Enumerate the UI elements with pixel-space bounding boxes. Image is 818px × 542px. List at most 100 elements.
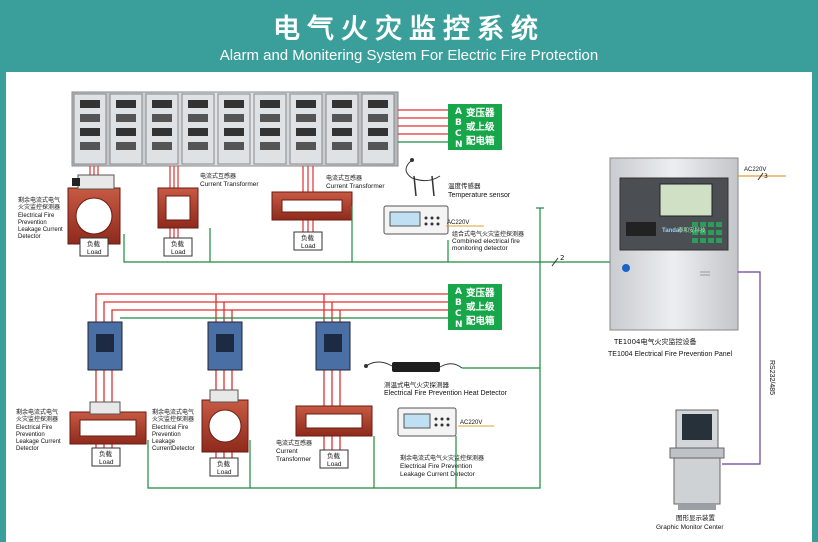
load-b2-en: Load [217,469,232,476]
bl2-l5: Leakage [152,439,176,445]
fire-prevention-panel: 泰和安科技 Tanda [609,157,739,331]
cabinet-meter [332,142,352,150]
ld3-ac: AC220V [460,420,482,426]
cabinet-meter [80,100,100,108]
bl1-l3: Electrical Fire [16,425,53,431]
bl2-l1: 剩余电流式电气 [152,408,194,416]
top-leak-l4: Prevention [18,220,47,226]
leak-ct-bottom-2 [201,389,249,453]
panel-ac: AC220V [744,167,766,173]
load-b3-en: Load [327,461,342,468]
frame-left [0,72,6,542]
b-phase-b: B [455,298,462,308]
cabinet-meter [80,114,100,122]
ct-bottom-3 [295,405,373,437]
title-en: Alarm and Monitering System For Electric… [219,47,599,64]
panel-brand-sub: 泰和安科技 [678,226,706,234]
cabinet-meter [296,142,316,150]
panel-key [716,238,722,243]
panel-key [708,230,714,235]
breaker-3 [315,321,351,371]
cabinet-meter [296,100,316,108]
load-top-3-cn: 负载 [301,233,315,242]
cabinet-meter [152,114,172,122]
panel-key [716,222,722,227]
cabinet-meter [260,100,280,108]
cabinet-meter [152,128,172,136]
load-box-top-3: 负载 Load [293,231,323,251]
bottom-bus [147,262,541,489]
cabinet-meter [332,128,352,136]
load-top-2-cn: 负载 [171,239,185,248]
monitor-en: Graphic Monitor Center [656,524,724,531]
ct-top-middle [157,187,199,229]
b-source-line-1: 变压器 [466,287,495,299]
cabinet-meter [80,142,100,150]
cabinet-meter [332,114,352,122]
top-leak-l5: Leakage Current [18,227,63,233]
temp-cn: 温度传感器 [448,181,481,190]
panel-wire-count: 3 [764,173,768,180]
bl1-l1: 剩余电流式电气 [16,408,58,416]
load-box-bottom-2: 负载 Load [209,457,239,477]
cabinet-meter [368,128,388,136]
switchgear-cabinets [71,91,399,167]
temperature-sensor: 温度传感器 Temperature sensor [405,158,511,199]
load-top-1-cn: 负载 [87,239,101,248]
panel-key [708,222,714,227]
bl1-l5: Leakage Current [16,439,61,445]
panel-key [716,230,722,235]
title-cn: 电气火灾监控系统 [273,14,545,45]
monitor-cn: 图形显示装置 [676,513,716,522]
bct-en1: Current [276,448,298,455]
b-phase-a: A [455,287,462,297]
panel-brand: Tanda [662,228,680,234]
combined-en1: Combined electrical fire [452,238,520,245]
cabinet-meter [224,128,244,136]
breaker-1 [87,321,123,371]
panel-key [692,238,698,243]
b-phase-c: C [455,309,462,319]
load-top-3-en: Load [301,243,316,250]
load-b2-cn: 负载 [217,459,231,468]
ct-top-right [271,191,353,221]
load-box-bottom-1: 负载 Load [91,447,121,467]
cabinet-meter [188,114,208,122]
top-ct1-cn: 电流式互感器 [200,172,236,180]
rs-line [722,271,761,465]
bl2-l6: CurrentDetector [152,446,195,452]
combined-cn: 组合式电气火灾监控探测器 [452,230,524,238]
top-bus [123,206,610,263]
bottom-leak-label-1: 剩余电流式电气 火灾监控探测器 Electrical Fire Preventi… [16,408,61,452]
cabinet-meter [80,128,100,136]
load-b1-en: Load [99,459,114,466]
top-leak-l3: Electrical Fire [18,213,55,219]
cabinet-meter [152,142,172,150]
cabinet-meter [116,142,136,150]
cabinet-meter [296,114,316,122]
bus-slash [551,257,559,267]
cabinet-meter [188,128,208,136]
cabinet-meter [260,114,280,122]
cabinet-meter [368,142,388,150]
cabinet-meter [116,100,136,108]
source-line-2: 或上级 [466,121,495,133]
phase-a-label: A [455,107,462,117]
bl1-l2: 火灾监控探测器 [16,415,58,423]
bl2-l2: 火灾监控探测器 [152,415,194,423]
load-box-bottom-3: 负载 Load [319,449,349,469]
frame-right [812,72,818,542]
cabinet-meter [116,128,136,136]
load-box-top-1: 负载 Load [79,237,109,257]
cabinet-meter [188,100,208,108]
ld3-en2: Leakage Current Detector [400,471,476,478]
panel-key [692,230,698,235]
panel-key [700,238,706,243]
panel-model-en: TE1004 Electrical Fire Prevention Panel [608,351,733,358]
ld3-en1: Electrical Fire Prevention [400,463,473,470]
combined-en2: monitoring detector [452,245,508,252]
panel-key [700,230,706,235]
cabinet-meter [332,100,352,108]
